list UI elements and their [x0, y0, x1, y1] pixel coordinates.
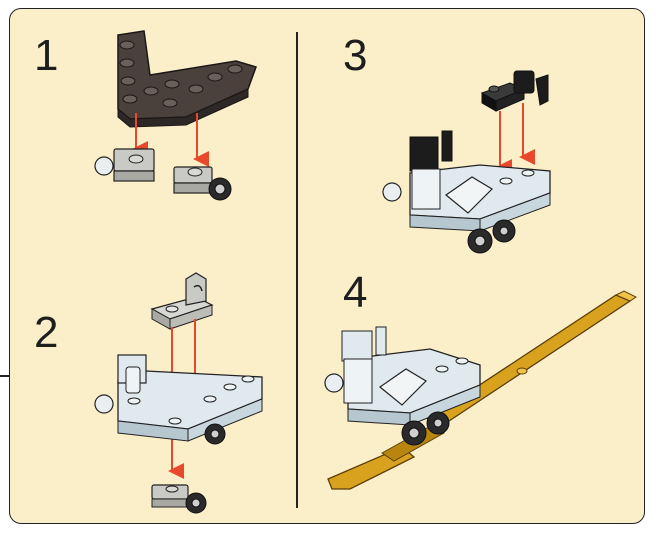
light-plate-assembly [94, 354, 263, 445]
instruction-panel: 1 2 3 4 [9, 8, 645, 524]
black-clip-piece [480, 70, 549, 112]
step-number-4: 4 [343, 268, 368, 317]
wheel-plate [173, 166, 232, 201]
step-3-assembly [382, 130, 551, 254]
step-1-diagram [94, 30, 257, 201]
dark-wedge-plate [117, 30, 257, 128]
step-number-3: 3 [343, 31, 368, 80]
step-4-diagram [324, 290, 637, 490]
build-diagrams [94, 30, 637, 514]
column-divider [296, 32, 298, 508]
edge-mark [0, 375, 9, 377]
clip-plate [150, 272, 214, 330]
step-3-diagram [382, 70, 551, 254]
bottom-wheel-plate [151, 484, 207, 514]
step-4-assembly [324, 326, 481, 446]
step-number-1: 1 [34, 31, 59, 80]
step-2-diagram [94, 272, 263, 514]
ball-joint-plate [94, 148, 155, 182]
step-number-2: 2 [34, 308, 59, 357]
